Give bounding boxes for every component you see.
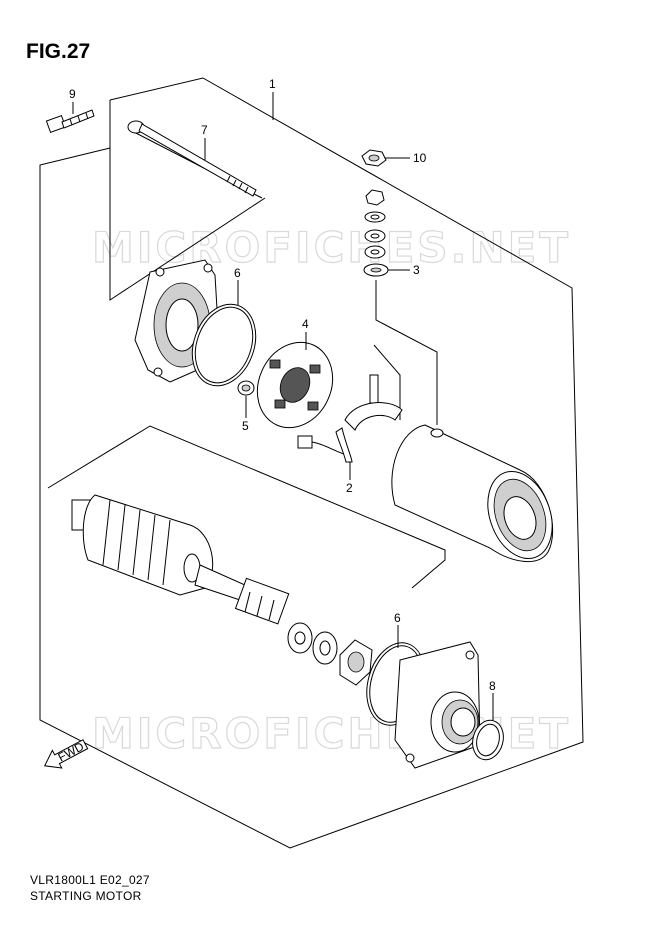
washer-guide-line <box>375 280 438 425</box>
brush-holder-guide <box>373 344 401 420</box>
upper-group-outline <box>109 100 266 301</box>
callout-8: 8 <box>489 679 496 693</box>
watermark-top: MICROFICHES.NET <box>92 223 571 272</box>
callout-5: 5 <box>242 419 249 433</box>
callout-6-bottom: 6 <box>394 611 401 625</box>
motor-yoke <box>391 424 554 563</box>
callout-3: 3 <box>413 263 420 277</box>
figure-code: VLR1800L1 E02_027 <box>30 873 150 887</box>
callout-2: 2 <box>346 481 353 495</box>
part-2-terminal <box>335 374 403 463</box>
part-4-brush-plate <box>256 341 334 429</box>
part-9-bolt <box>45 109 95 134</box>
callout-6-top: 6 <box>234 266 241 280</box>
figure-name: STARTING MOTOR <box>30 889 142 903</box>
part-6-o-ring-top <box>191 303 257 387</box>
part-10-nut <box>361 149 387 167</box>
callout-4: 4 <box>302 317 309 331</box>
assembly-outline <box>39 77 584 849</box>
thrust-washers <box>287 622 338 665</box>
part-7-through-bolt <box>127 120 257 197</box>
fwd-arrow: FWD <box>43 739 89 769</box>
callout-10: 10 <box>413 151 427 165</box>
rear-housing <box>394 641 481 769</box>
callout-1: 1 <box>269 77 276 91</box>
part-5-cap <box>237 380 255 396</box>
armature <box>71 494 290 625</box>
brush-lead <box>297 435 351 457</box>
washer-stack <box>363 189 389 277</box>
callout-9: 9 <box>69 87 76 101</box>
armature-group-outline <box>47 425 446 589</box>
figure-title: FIG.27 <box>26 40 91 63</box>
lock-plate <box>339 639 373 686</box>
callout-7: 7 <box>201 123 208 137</box>
